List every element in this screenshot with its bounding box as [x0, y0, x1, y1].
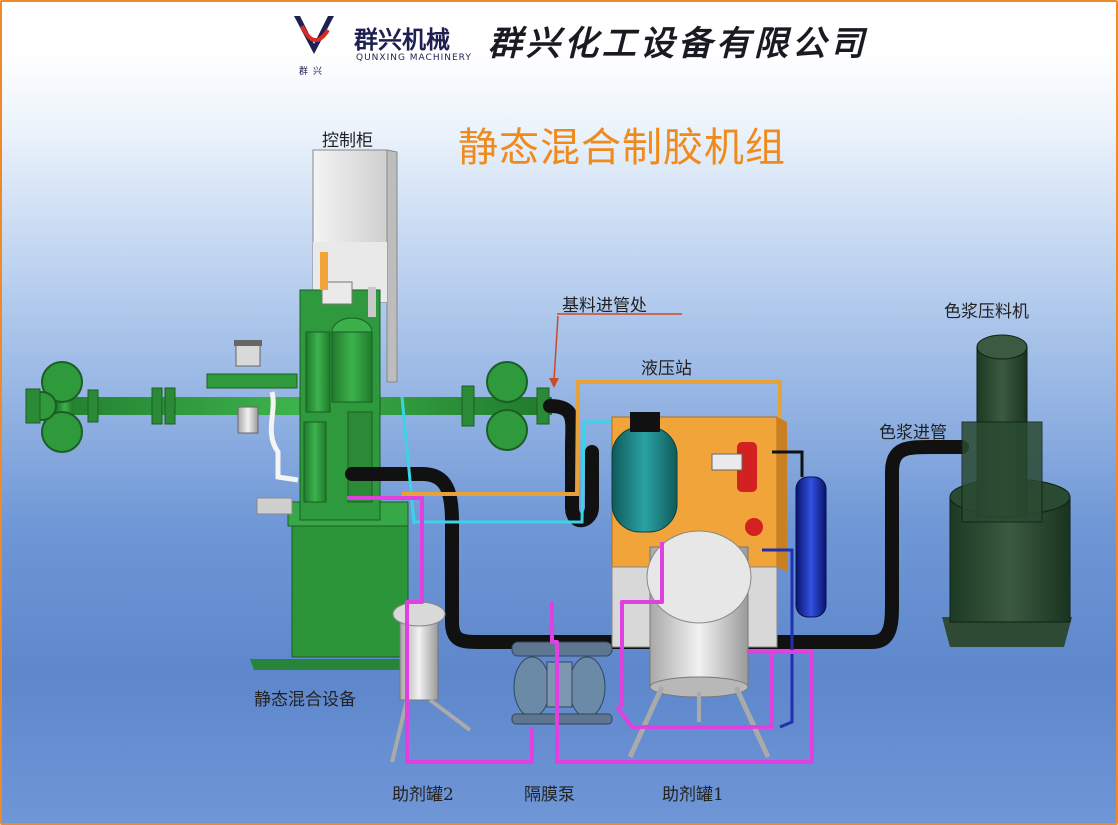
base-inlet-leader — [553, 313, 682, 381]
logo-mark — [294, 16, 334, 54]
label-diaphragm-pump: 隔膜泵 — [524, 785, 575, 805]
base-inlet-arrowhead — [549, 378, 559, 388]
label-color-inlet: 色浆进管 — [879, 423, 947, 443]
brand-name: 群兴机械 — [354, 26, 450, 54]
label-additive-tank-2: 助剂罐2 — [392, 785, 454, 805]
color-paste-press — [942, 334, 1072, 647]
label-additive-tank-1: 助剂罐1 — [662, 785, 724, 805]
label-hydraulic-station: 液压站 — [641, 359, 692, 379]
mixer-base — [250, 497, 412, 670]
mixer-column — [206, 252, 381, 521]
magenta-pipes — [347, 496, 814, 764]
hydraulic-motor — [611, 412, 678, 533]
label-control-cabinet: 控制柜 — [322, 131, 373, 151]
label-static-mixer: 静态混合设备 — [254, 690, 356, 710]
green-pipe-manifold — [25, 361, 552, 453]
label-base-inlet: 基料进管处 — [562, 296, 647, 316]
diaphragm-pump — [511, 641, 613, 725]
blue-filter — [762, 476, 827, 729]
white-hose — [268, 391, 299, 483]
black-hose-base — [345, 399, 969, 650]
brand-subtitle: QUNXING MACHINERY — [356, 53, 472, 63]
brand-under-logo: 群兴 — [299, 67, 328, 77]
orange-pipe — [402, 380, 782, 496]
label-color-press: 色浆压料机 — [944, 302, 1029, 322]
diagram-title: 静态混合制胶机组 — [458, 125, 786, 171]
company-name: 群兴化工设备有限公司 — [488, 24, 868, 64]
additive-tank-1 — [627, 530, 771, 759]
